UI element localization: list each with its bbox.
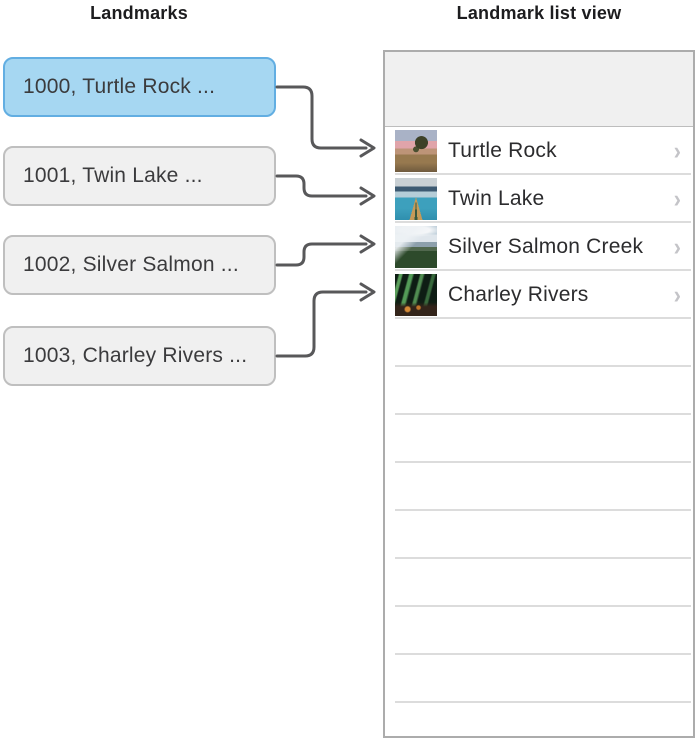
empty-list-row	[385, 511, 693, 559]
data-box-label: 1002, Silver Salmon ...	[23, 253, 239, 276]
arrow-connector-3	[275, 242, 368, 267]
empty-list-row	[385, 463, 693, 511]
chevron-right-icon: ›	[673, 184, 681, 213]
arrowhead-icon	[359, 282, 376, 302]
list-item-silver-salmon-creek[interactable]: Silver Salmon Creek ›	[385, 223, 693, 271]
landmark-name: Twin Lake	[448, 187, 545, 210]
landmark-thumbnail-icon	[395, 178, 437, 220]
empty-list-row	[385, 703, 693, 736]
arrow-connector-4	[275, 290, 368, 358]
chevron-right-icon: ›	[673, 280, 681, 309]
list-item-twin-lake[interactable]: Twin Lake ›	[385, 175, 693, 223]
data-box-1000-turtle-rock: 1000, Turtle Rock ...	[3, 57, 276, 117]
landmark-name: Turtle Rock	[448, 139, 557, 162]
empty-list-row	[385, 655, 693, 703]
landmark-name: Silver Salmon Creek	[448, 235, 644, 258]
data-box-1003-charley-rivers: 1003, Charley Rivers ...	[3, 326, 276, 386]
arrowhead-icon	[359, 186, 376, 206]
data-box-label: 1003, Charley Rivers ...	[23, 344, 248, 367]
landmarks-column-title: Landmarks	[90, 3, 188, 23]
empty-list-row	[385, 319, 693, 367]
landmark-thumbnail-icon	[395, 274, 437, 316]
empty-list-row	[385, 559, 693, 607]
arrowhead-icon	[359, 138, 376, 158]
data-box-1001-twin-lake: 1001, Twin Lake ...	[3, 146, 276, 206]
arrow-connector-2	[275, 174, 368, 198]
list-item-charley-rivers[interactable]: Charley Rivers ›	[385, 271, 693, 319]
landmark-list-view: Turtle Rock › Twin Lake › Silver Salmon …	[383, 50, 695, 738]
data-box-label: 1001, Twin Lake ...	[23, 164, 203, 187]
chevron-right-icon: ›	[673, 232, 681, 261]
chevron-right-icon: ›	[673, 136, 681, 165]
landmark-thumbnail-icon	[395, 130, 437, 172]
navigation-bar-area	[385, 52, 693, 127]
data-box-1002-silver-salmon: 1002, Silver Salmon ...	[3, 235, 276, 295]
landmark-thumbnail-icon	[395, 226, 437, 268]
list-view-column-title: Landmark list view	[456, 3, 622, 23]
data-box-label: 1000, Turtle Rock ...	[23, 75, 216, 98]
empty-list-row	[385, 367, 693, 415]
arrowhead-icon	[359, 234, 376, 254]
landmark-name: Charley Rivers	[448, 283, 589, 306]
list-item-turtle-rock[interactable]: Turtle Rock ›	[385, 127, 693, 175]
arrow-connector-1	[275, 85, 368, 150]
empty-rows-container	[385, 319, 693, 736]
empty-list-row	[385, 607, 693, 655]
empty-list-row	[385, 415, 693, 463]
